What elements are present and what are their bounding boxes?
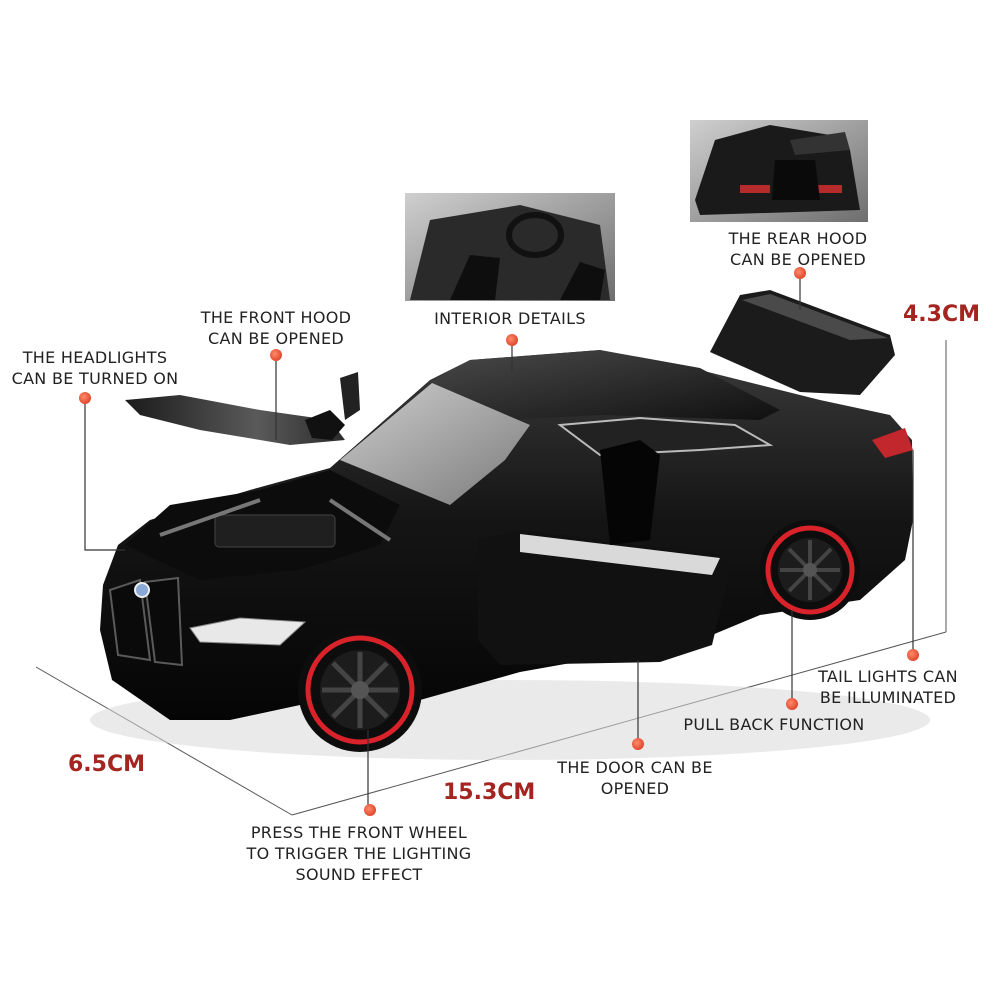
pull-back-dot	[786, 698, 798, 710]
height-dimension: 4.3CM	[903, 302, 981, 327]
front-grille	[108, 576, 184, 667]
door-callout: THE DOOR CAN BE OPENED	[545, 757, 725, 799]
callout-dots	[79, 267, 919, 816]
rear-wheel	[760, 520, 860, 620]
pull-back-line1: PULL BACK FUNCTION	[683, 715, 865, 734]
side-window	[557, 416, 774, 457]
rear-hood-callout: THE REAR HOOD CAN BE OPENED	[712, 228, 884, 270]
leader-lines	[84, 273, 914, 808]
front-wheel-callout: PRESS THE FRONT WHEEL TO TRIGGER THE LIG…	[226, 822, 492, 885]
front-hood-dot	[270, 349, 282, 361]
side-mirror	[305, 410, 345, 440]
width-dimension: 6.5CM	[68, 752, 146, 777]
open-front-hood	[125, 395, 345, 445]
headlights-callout: THE HEADLIGHTS CAN BE TURNED ON	[4, 347, 186, 389]
interior-callout: INTERIOR DETAILS	[418, 308, 602, 329]
headlights-leader	[84, 403, 125, 551]
front-hood-line1: THE FRONT HOOD	[200, 308, 352, 327]
rear-rim-accent	[765, 525, 855, 615]
tail-light	[872, 428, 913, 458]
front-rim-accent	[305, 635, 415, 745]
interior-dot	[506, 334, 518, 346]
door-line2: OPENED	[600, 779, 670, 798]
front-wheel	[298, 628, 422, 752]
headlights-dot	[79, 392, 91, 404]
length-dimension: 15.3CM	[443, 780, 536, 805]
front-wheel-line3: SOUND EFFECT	[295, 865, 423, 884]
interior-line1: INTERIOR DETAILS	[434, 309, 586, 328]
interior-inset-photo	[405, 193, 615, 301]
front-hood-callout: THE FRONT HOOD CAN BE OPENED	[190, 307, 362, 349]
door-dot	[632, 738, 644, 750]
tail-lights-callout: TAIL LIGHTS CAN BE ILLUMINATED	[806, 666, 970, 708]
interior-seat	[600, 440, 660, 545]
rear-hood-line1: THE REAR HOOD	[728, 229, 868, 248]
front-hood-line2: CAN BE OPENED	[208, 329, 344, 348]
brand-emblem-icon	[134, 582, 150, 598]
rear-hood-line2: CAN BE OPENED	[730, 250, 866, 269]
model-car	[90, 290, 930, 760]
tail-lights-dot	[907, 649, 919, 661]
steering-wheel-icon	[506, 212, 564, 258]
open-rear-hood	[710, 290, 895, 395]
car-roof	[430, 350, 780, 420]
door-line1: THE DOOR CAN BE	[557, 758, 713, 777]
headlights-line1: THE HEADLIGHTS	[22, 348, 168, 367]
windshield	[340, 383, 530, 505]
headlights-line2: CAN BE TURNED ON	[11, 369, 179, 388]
rear-trunk-inset-photo	[690, 120, 868, 222]
front-wheel-line2: TO TRIGGER THE LIGHTING	[246, 844, 472, 863]
pull-back-callout: PULL BACK FUNCTION	[668, 714, 880, 735]
headlight	[189, 617, 307, 646]
tail-lights-line1: TAIL LIGHTS CAN	[818, 667, 958, 686]
tail-lights-line2: BE ILLUMINATED	[819, 688, 957, 707]
front-wheel-dot	[364, 804, 376, 816]
rear-hood-dot	[794, 267, 806, 279]
front-wheel-line1: PRESS THE FRONT WHEEL	[250, 823, 468, 842]
